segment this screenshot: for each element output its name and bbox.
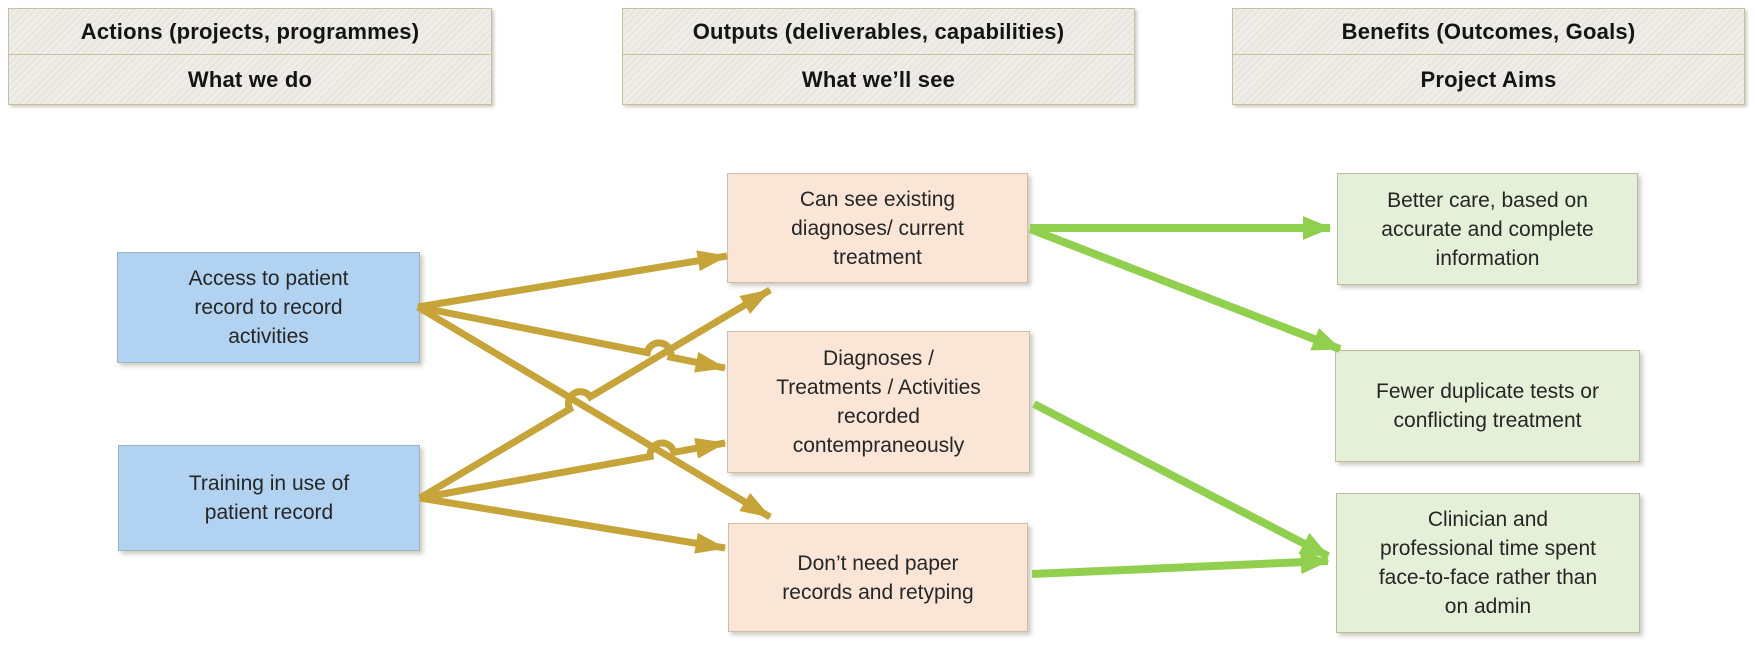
header-outputs-title: Outputs (deliverables, capabilities) [692,18,1065,44]
node-dont-need-paper-records: Don’t need paper records and retyping [728,523,1028,632]
node-diagnoses-recorded-contempraneously: Diagnoses / Treatments / Activities reco… [727,331,1030,473]
header-actions: Actions (projects, programmes) What we d… [8,8,492,105]
edge-training-to-paper [419,494,727,554]
node-training-in-use-of-patient-record: Training in use of patient record [118,445,420,551]
header-actions-subtitle: What we do [9,54,491,104]
header-outputs-subtitle: What we’ll see [623,54,1134,104]
edge-training-to-recorded [419,437,727,502]
edge-access-to-recorded [417,303,727,373]
edge-paper-to-clinician-time [1031,550,1330,578]
edge-training-to-can-see [418,286,772,502]
node-clinician-time-face-to-face: Clinician and professional time spent fa… [1336,493,1640,633]
header-benefits: Benefits (Outcomes, Goals) Project Aims [1232,8,1745,105]
header-benefits-subtitle: Project Aims [1233,54,1744,104]
header-actions-title: Actions (projects, programmes) [80,18,420,44]
node-access-to-patient-record: Access to patient record to record activ… [117,252,420,363]
header-outputs: Outputs (deliverables, capabilities) Wha… [622,8,1135,105]
edge-can-see-to-fewer-duplicate [1028,225,1342,353]
node-better-care: Better care, based on accurate and compl… [1337,173,1638,285]
edge-access-to-can-see [417,250,729,311]
header-benefits-title: Benefits (Outcomes, Goals) [1341,18,1636,44]
node-fewer-duplicate-tests: Fewer duplicate tests or conflicting tre… [1335,350,1640,462]
edge-access-to-paper [416,303,772,521]
node-can-see-existing-diagnoses: Can see existing diagnoses/ current trea… [727,173,1028,283]
edge-recorded-to-clinician-time [1032,400,1330,560]
